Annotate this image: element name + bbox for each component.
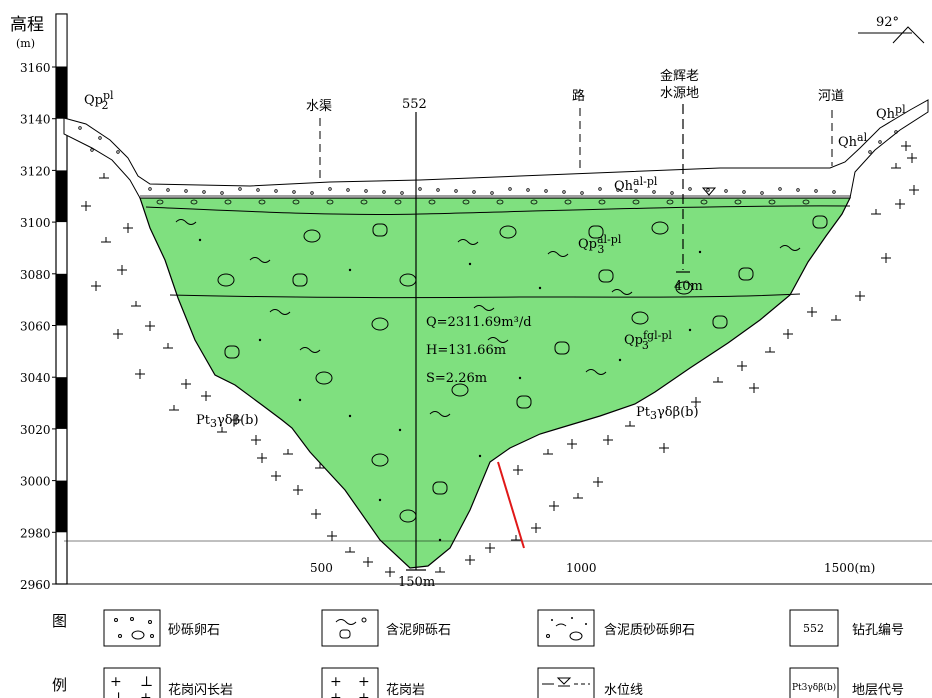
legend-label-stratum: 地层代号 [852,683,904,698]
legend: 图 例 砂砾卵石 含泥卵砾石 含泥质砂砾卵石 552 钻孔编号 + ⊥ ⊥ + … [52,609,904,698]
x-axis-labels: 500 1000 1500(m) [310,561,875,575]
label-pt-right: Pt3γδβ(b) [636,405,699,422]
source-label-1: 金辉老 [660,68,699,84]
well-h-label: H=131.66m [426,343,506,358]
elevation-axis: 高程 (m) 3160 3140 3120 3100 3080 3060 3040 3020 3… [10,13,68,592]
legend-symbol-borehole: 552 [803,622,824,635]
y-tick-label: 3040 [20,371,51,385]
well-number-label: 552 [402,97,427,112]
x-tick-label: 500 [310,561,333,575]
bedrock-hatch [81,141,919,577]
old-well-depth-label: 40m [674,279,703,294]
svg-text:⊥: ⊥ [140,674,153,690]
axis-title-line2: (m) [16,37,35,50]
surface-features: 水渠 路 河道 [306,88,844,178]
y-tick-label: 3160 [20,61,51,75]
legend-label-granodiorite: 花岗闪长岩 [168,682,233,698]
well-s-label: S=2.26m [426,371,487,386]
legend-label-borehole: 钻孔编号 [852,623,904,638]
y-tick-label: 3120 [20,164,51,178]
y-tick-label: 3080 [20,268,51,282]
gravel-symbols [78,126,898,542]
y-tick-label: 3020 [20,423,51,437]
y-tick-label: 3140 [20,113,51,127]
river-label: 河道 [818,89,844,104]
label-pt-left: Pt3γδβ(b) [196,413,259,430]
source-label-2: 水源地 [660,86,699,101]
layer-boundary-fgl [169,293,801,299]
svg-text:+: + [330,674,342,690]
surface-gravel-layer [63,99,929,199]
svg-text:+: + [330,690,342,698]
borehole-552: 552 150m Q=2311.69m³/d H=131.66m S=2.26m [398,97,532,590]
road-label: 路 [572,88,585,104]
aquifer-body [139,197,851,569]
canal-label: 水渠 [306,99,332,114]
y-tick-label: 3100 [20,216,51,230]
legend-label-water-table: 水位线 [604,683,643,698]
legend-title-bottom: 例 [52,676,67,694]
svg-text:⊥: ⊥ [112,690,125,698]
legend-label-gravel: 砂砾卵石 [168,623,220,638]
y-tick-label: 2960 [20,578,51,592]
legend-label-muddy-sandy-gravel: 含泥质砂砾卵石 [604,622,695,638]
water-table-symbol [701,187,717,196]
x-tick-label: 1500(m) [824,561,875,575]
svg-text:+: + [110,674,122,690]
layer-boundary-alpl [145,205,851,216]
legend-label-muddy-gravel: 含泥卵砾石 [386,622,451,638]
legend-title-top: 图 [52,612,67,630]
fault-line [497,461,525,549]
svg-text:+: + [358,674,370,690]
old-source-well: 金辉老 水源地 40m [660,68,703,294]
well-depth-label: 150m [398,575,435,590]
orientation-mark: 92° [858,15,925,44]
svg-text:+: + [140,690,152,698]
bearing-label: 92° [876,15,899,30]
svg-text:+: + [358,690,370,698]
well-q-label: Q=2311.69m³/d [426,315,532,330]
legend-symbol-stratum: Pt3γδβ(b) [792,682,836,693]
legend-label-granite: 花岗岩 [386,682,425,698]
y-tick-label: 2980 [20,526,51,540]
axis-title-line1: 高程 [10,15,44,35]
x-tick-label: 1000 [566,561,597,575]
y-tick-label: 3000 [20,475,51,489]
y-tick-label: 3060 [20,320,51,334]
